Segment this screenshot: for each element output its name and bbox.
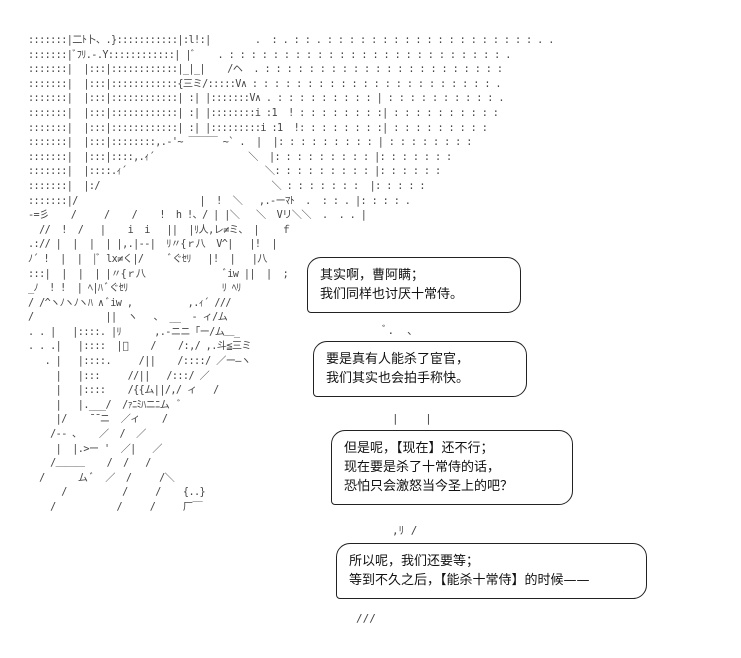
ascii-connector-mark: ﾞ. ､ bbox=[382, 324, 413, 337]
speech-bubble: 所以呢，我们还要等； 等到不久之后，【能杀十常侍】的时候—— bbox=[336, 543, 647, 599]
speech-line: 现在要是杀了十常侍的话， bbox=[344, 460, 501, 475]
speech-bubble: 其实啊，曹阿瞒； 我们同样也讨厌十常侍。 bbox=[307, 257, 521, 313]
ascii-art-figure: :::::::|二ﾄ卜、.}:::::::::::|:l!:| . : . : … bbox=[28, 35, 554, 513]
ascii-connector-mark: | | bbox=[392, 412, 432, 425]
speech-line: 所以呢，我们还要等； bbox=[349, 554, 480, 569]
speech-line: 等到不久之后，【能杀十常侍】的时候—— bbox=[349, 573, 590, 588]
speech-line: 其实啊，曹阿瞒； bbox=[320, 268, 425, 283]
speech-line: 要是真有人能杀了宦官， bbox=[326, 352, 470, 367]
speech-line: 我们其实也会拍手称快。 bbox=[326, 371, 470, 386]
speech-bubble: 但是呢，【现在】还不行； 现在要是杀了十常侍的话， 恐怕只会激怒当今圣上的吧？ bbox=[331, 430, 573, 505]
speech-line: 但是呢，【现在】还不行； bbox=[344, 441, 494, 456]
ascii-connector-mark: ,ﾘ / bbox=[392, 524, 418, 537]
speech-line: 恐怕只会激怒当今圣上的吧？ bbox=[344, 479, 514, 494]
ascii-connector-mark: /// bbox=[356, 612, 376, 625]
speech-line: 我们同样也讨厌十常侍。 bbox=[320, 287, 464, 302]
speech-bubble: 要是真有人能杀了宦官， 我们其实也会拍手称快。 bbox=[313, 341, 527, 397]
